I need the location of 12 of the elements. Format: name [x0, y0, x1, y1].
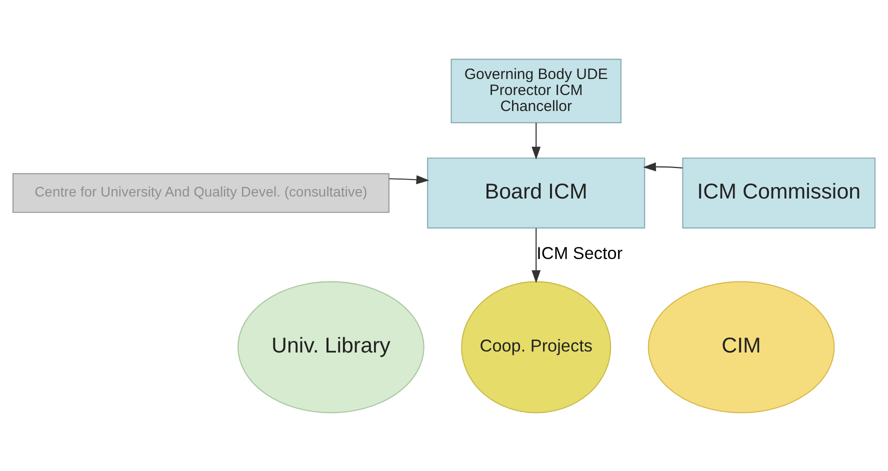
arrow [532, 122, 541, 160]
node-box: Centre for University And Quality Devel. (consultative) [12, 172, 390, 212]
node-ellipse: Univ. Library [237, 280, 424, 413]
node-ellipse: CIM [648, 280, 835, 413]
node-box: Board ICM [427, 157, 646, 228]
arrow [643, 162, 682, 171]
arrow [532, 228, 541, 283]
node-ellipse: Coop. Projects [461, 280, 612, 413]
node-box: ICM Commission [682, 157, 876, 228]
edge-label: ICM Sector [536, 242, 623, 262]
node-box: Governing Body UDE Prorector ICM Chancellor [450, 58, 622, 123]
arrow [389, 174, 430, 184]
